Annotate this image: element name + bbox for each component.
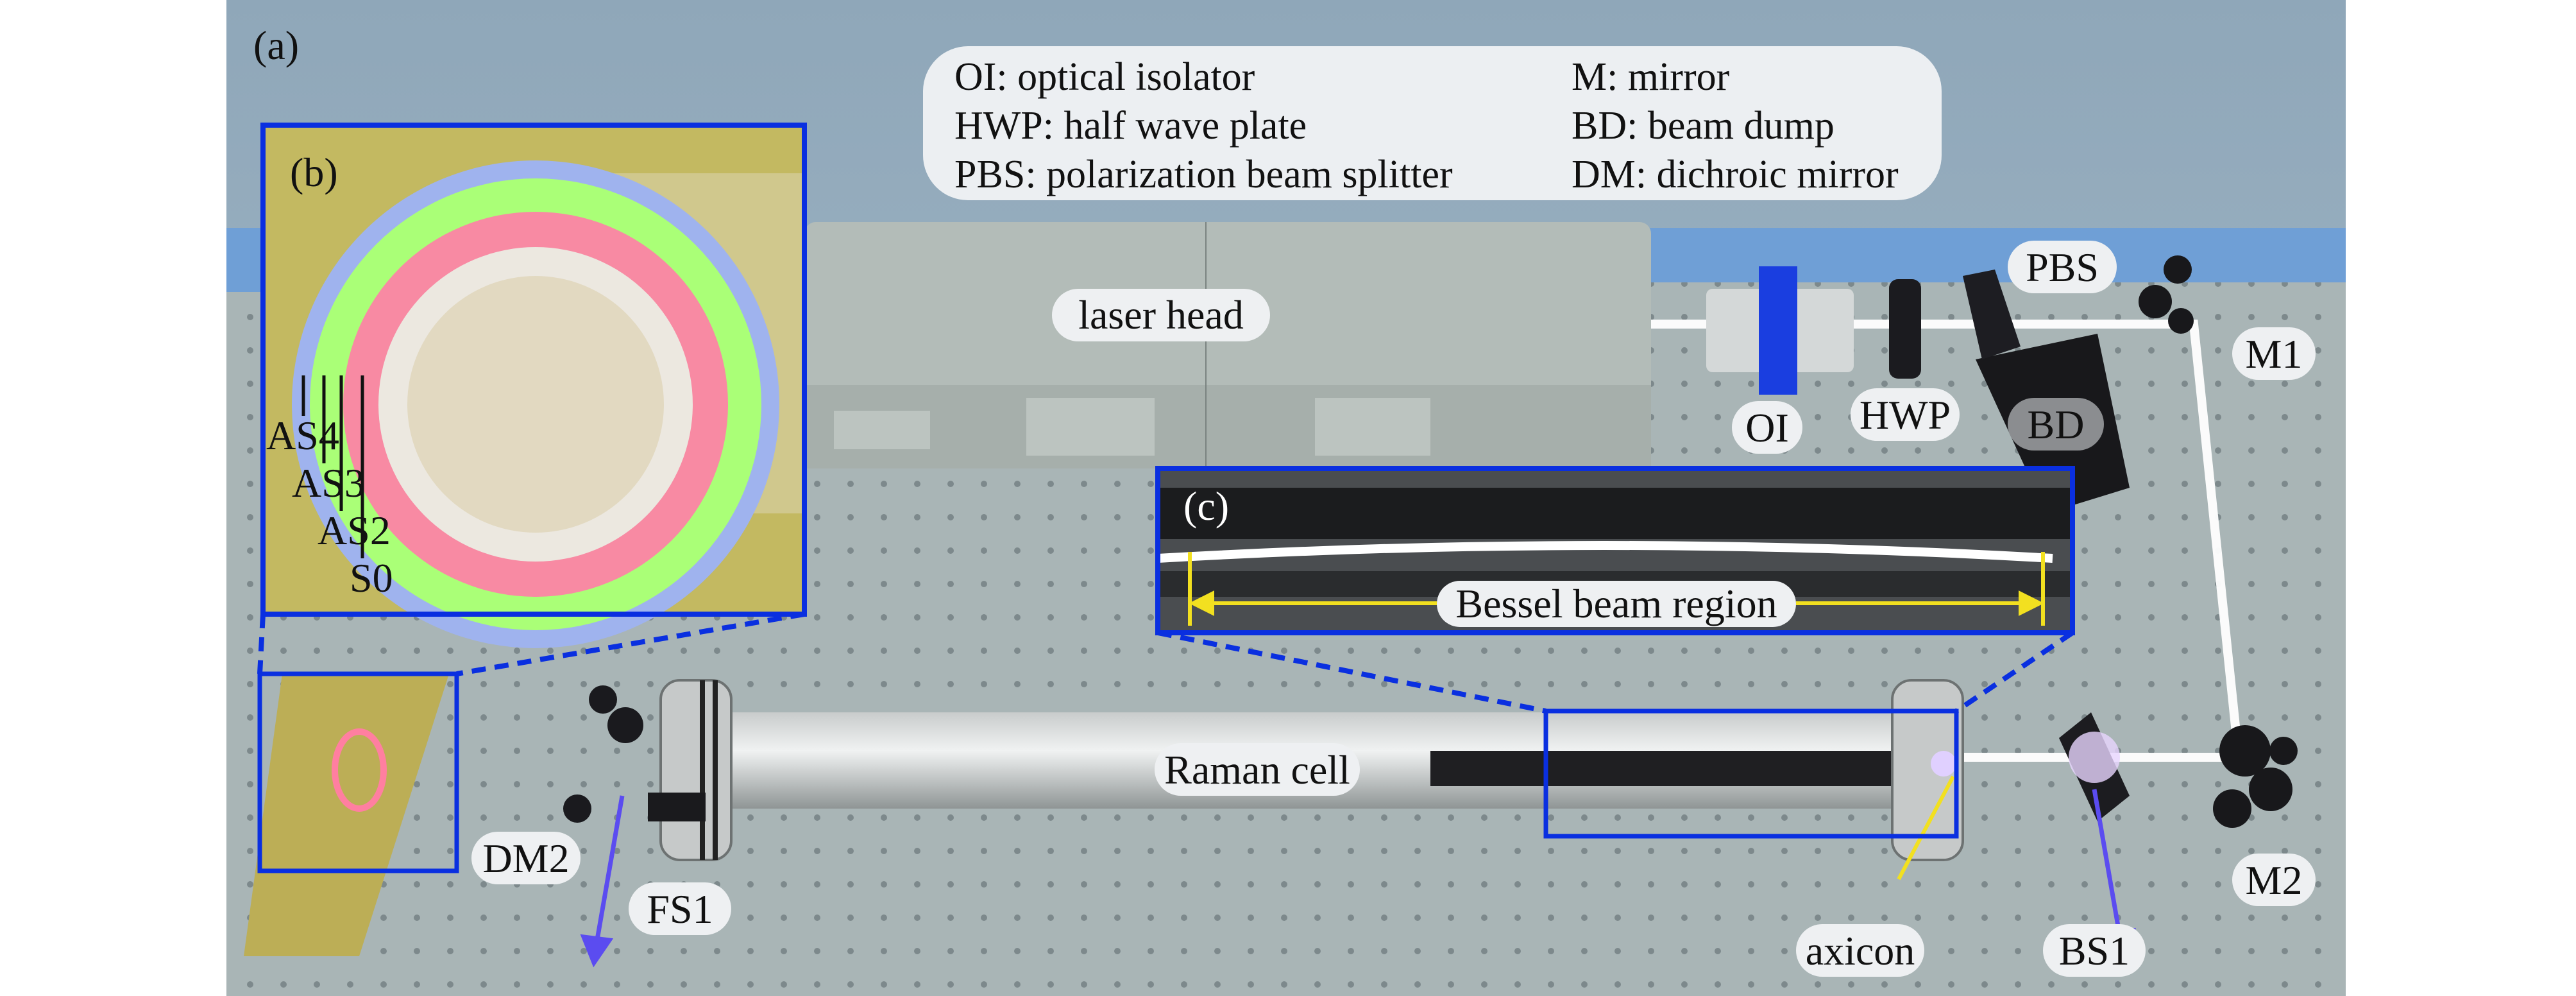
bessel-region-highlight-box <box>1543 708 1959 839</box>
legend-m: M: mirror <box>1572 55 1730 99</box>
label-oi: OI <box>1745 405 1789 451</box>
ring-label-as2: AS2 <box>318 508 391 553</box>
beam-splitter-bs1 <box>2059 712 2130 821</box>
bessel-region-label: Bessel beam region <box>1455 581 1777 626</box>
panel-label-c: (c) <box>1183 483 1229 529</box>
label-laser-head: laser head <box>1078 292 1244 338</box>
ring-label-as3: AS3 <box>292 460 365 506</box>
optical-isolator <box>1706 266 1854 395</box>
label-fs1: FS1 <box>647 886 713 932</box>
ring-label-as4: AS4 <box>266 413 339 458</box>
inset-connector-lines <box>257 612 2074 714</box>
ring-label-s0: S0 <box>350 555 393 601</box>
half-wave-plate <box>1889 279 1921 379</box>
bessel-region-marker <box>1188 552 2045 626</box>
label-hwp: HWP <box>1860 392 1951 438</box>
legend-oi: OI: optical isolator <box>954 55 1255 99</box>
legend-hwp: HWP: half wave plate <box>954 104 1307 148</box>
panel-label-b: (b) <box>290 150 338 195</box>
label-pbs: PBS <box>2026 245 2099 290</box>
screen-highlight-box <box>257 671 459 873</box>
mirror-m2 <box>2213 725 2298 828</box>
axicon-element <box>1931 751 1956 777</box>
dichroic-mirror-dm2 <box>563 685 643 823</box>
legend-bd: BD: beam dump <box>1572 104 1835 148</box>
label-bs1: BS1 <box>2059 928 2130 974</box>
screen-plate <box>244 674 449 956</box>
legend-box: OI: optical isolator HWP: half wave plat… <box>923 46 1942 200</box>
legend-pbs: PBS: polarization beam splitter <box>954 153 1453 196</box>
label-dm2: DM2 <box>482 836 569 881</box>
ring-pointer-lines <box>301 375 364 558</box>
component-labels: laser head OI HWP PBS BD M1 M2 BS1 axico… <box>471 241 2316 977</box>
legend-dm: DM: dichroic mirror <box>1572 153 1899 196</box>
laser-beam <box>1651 320 2244 762</box>
laser-head <box>804 222 1651 468</box>
inset-c: (c) Bessel beam region <box>1155 466 2075 635</box>
mirror-m1 <box>2139 255 2194 334</box>
label-raman-cell: Raman cell <box>1164 747 1350 793</box>
screen-ring-pattern <box>332 728 387 812</box>
label-axicon: axicon <box>1806 928 1915 974</box>
label-m1: M1 <box>2246 331 2303 377</box>
panel-label-a: (a) <box>253 22 299 68</box>
axicon-pointer <box>1897 775 1955 880</box>
label-m2: M2 <box>2246 857 2303 903</box>
label-bd: BD <box>2028 402 2085 447</box>
output-arrow-fs1 <box>580 795 625 968</box>
inset-b: (b) AS4 AS3 AS2 S0 <box>260 123 807 648</box>
